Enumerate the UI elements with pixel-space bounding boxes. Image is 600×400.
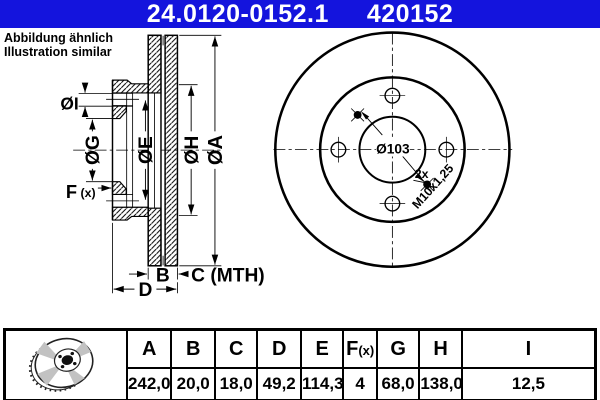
dimension-label-b: B — [156, 265, 170, 286]
dimension-label-d: D — [138, 280, 152, 301]
dimension-label-c: C (MTH) — [191, 265, 265, 286]
col-header-e: E — [299, 328, 345, 369]
value-b: 20,0 — [170, 367, 216, 400]
dimension-label-dia-h: ØH — [182, 136, 203, 165]
value-a: 242,0 — [125, 367, 173, 400]
dimension-table: A B C D E F(x) G H I 242,0 20,0 18,0 49,… — [3, 328, 597, 400]
col-header-a: A — [125, 328, 173, 369]
title-bar: 24.0120-0152.1 420152 — [0, 0, 600, 28]
part-number: 24.0120-0152.1 — [146, 0, 329, 28]
hat-top-band — [111, 79, 149, 94]
note-line-en: Illustration similar — [4, 45, 112, 59]
value-g: 68,0 — [375, 367, 421, 400]
thread-count-label: 2x — [415, 167, 429, 181]
dimension-label-f-suffix: (x) — [80, 186, 95, 200]
dimension-label-dia-i: ØI — [60, 93, 78, 113]
center-bore-circle — [358, 115, 427, 184]
col-header-f: F(x) — [342, 328, 378, 369]
technical-drawing: ØI ØG ØE ØH ØA F (x) — [60, 31, 513, 301]
note-line-de: Abbildung ähnlich — [4, 31, 114, 45]
center-bore-dia-label: Ø103 — [376, 141, 410, 156]
value-e: 114,3 — [299, 367, 345, 400]
value-h: 138,0 — [418, 367, 463, 400]
brake-disc-thumbnail — [29, 337, 95, 392]
value-f: 4 — [342, 367, 378, 400]
col-header-i: I — [460, 328, 597, 369]
hat-bottom-band — [111, 206, 149, 221]
right-friction-ring — [164, 34, 179, 267]
col-header-g: G — [375, 328, 421, 369]
dimension-label-f: F — [66, 181, 77, 202]
dimension-label-dia-a: ØA — [205, 135, 227, 165]
col-header-c: C — [213, 328, 259, 369]
similarity-note: Abbildung ähnlich Illustration similar — [4, 31, 113, 59]
threaded-holes — [350, 108, 434, 192]
dimension-label-dia-g: ØG — [83, 135, 104, 165]
bolt-holes — [330, 87, 455, 212]
reference-number: 420152 — [366, 0, 454, 28]
col-header-d: D — [256, 328, 302, 369]
hat-circle — [318, 76, 466, 224]
disc-thumbnail-cell — [3, 328, 128, 400]
value-i: 12,5 — [460, 367, 597, 400]
value-c: 18,0 — [213, 367, 259, 400]
value-d: 49,2 — [256, 367, 302, 400]
col-header-h: H — [418, 328, 463, 369]
disc-outer-circle — [274, 31, 511, 268]
section-view: ØI ØG ØE ØH ØA F (x) — [60, 34, 265, 301]
front-view: Ø103 2x M10x1,25 — [273, 31, 513, 268]
dimension-label-dia-e: ØE — [136, 136, 157, 164]
col-header-b: B — [170, 328, 216, 369]
